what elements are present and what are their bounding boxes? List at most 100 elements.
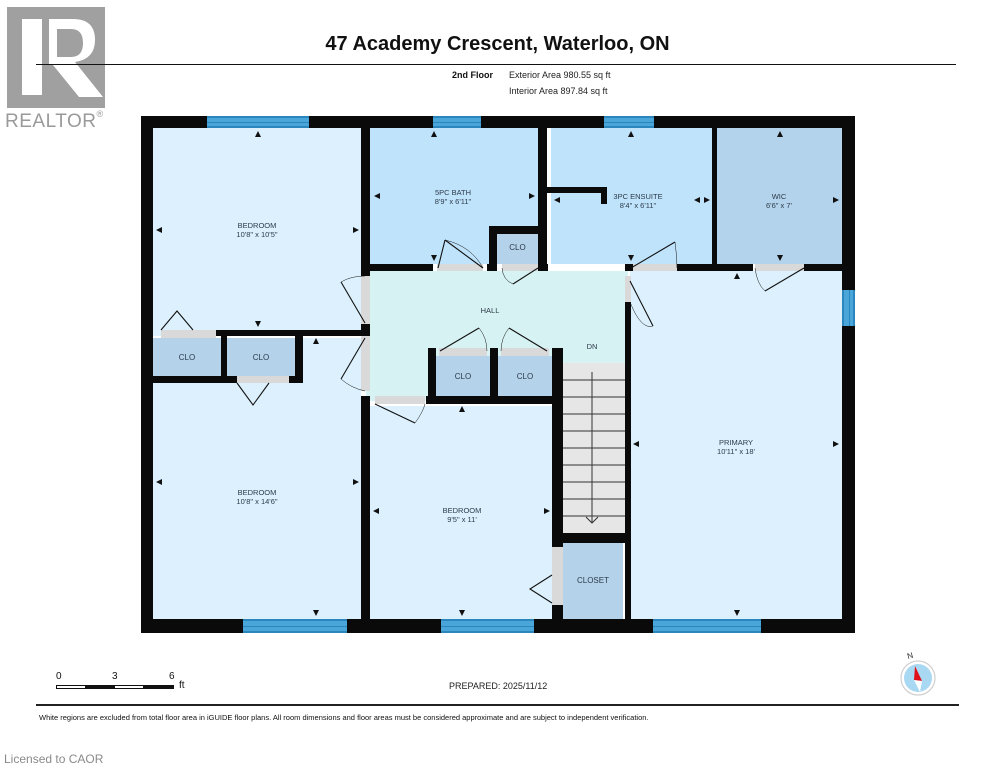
dim-arrow xyxy=(554,197,560,203)
label-primary: PRIMARY 10'11" x 18' xyxy=(686,438,786,456)
wall-clo-bottom xyxy=(153,376,303,383)
wall-ensuite-stub-v xyxy=(601,187,607,204)
scale-seg xyxy=(143,685,174,689)
label-clo-1: CLO xyxy=(178,353,196,362)
wall-outer-right xyxy=(842,116,855,633)
wall-top-hall-4 xyxy=(625,264,635,271)
closet-1 xyxy=(153,338,221,376)
wall-ensuite-wic xyxy=(712,116,717,271)
label-clo-2: CLO xyxy=(252,353,270,362)
wall-outer-top xyxy=(141,116,855,128)
room-name: BEDROOM xyxy=(237,221,277,230)
door-gap-s-bed xyxy=(375,396,425,404)
wall-top-primary xyxy=(677,264,753,271)
room-bedroom-nw xyxy=(153,128,361,336)
scale-seg xyxy=(85,685,115,689)
realtor-text: REALTOR xyxy=(5,111,97,132)
door-gap-closet xyxy=(552,547,563,605)
label-5pc-bath: 5PC BATH 8'9" x 6'11" xyxy=(403,188,503,206)
wall-clo34-mid xyxy=(490,348,498,404)
floor-label: 2nd Floor xyxy=(452,70,493,80)
wall-clo34-left xyxy=(428,348,436,404)
dim-arrow xyxy=(313,610,319,616)
room-name: BEDROOM xyxy=(237,488,277,497)
window-nw-bed xyxy=(207,116,309,128)
wall-clo34-right xyxy=(552,348,563,623)
room-closet xyxy=(563,543,623,619)
label-closet: CLOSET xyxy=(576,576,609,585)
scale-seg xyxy=(56,685,86,689)
label-hall: HALL xyxy=(440,306,540,315)
wall-clo-divider xyxy=(221,330,227,383)
wall-bed-divider xyxy=(216,330,366,336)
window-primary-east xyxy=(842,290,855,326)
dim-arrow xyxy=(313,338,319,344)
door-gap-ensuite xyxy=(633,264,677,271)
dim-arrow xyxy=(734,610,740,616)
dim-arrow xyxy=(833,441,839,447)
room-wic xyxy=(717,128,842,264)
room-name: WIC xyxy=(771,192,787,201)
room-name: HALL xyxy=(480,306,500,315)
licensed-text: Licensed to CAOR xyxy=(4,752,104,766)
room-dims: 6'6" x 7' xyxy=(766,201,792,210)
label-3pc-ensuite: 3PC ENSUITE 8'4" x 6'11" xyxy=(588,192,688,210)
wall-ensuite-stub-h xyxy=(547,187,607,193)
room-dims: 10'8" x 10'5" xyxy=(236,230,278,239)
door-gap-clo5 xyxy=(502,264,538,271)
page-title: 47 Academy Crescent, Waterloo, ON xyxy=(325,33,670,55)
wall-clo5-left xyxy=(489,226,497,271)
wall-clo5-top xyxy=(489,226,539,234)
wall-bed-bath xyxy=(361,116,370,276)
room-bedroom-s xyxy=(370,406,553,619)
dim-arrow xyxy=(255,131,261,137)
wall-outer-left xyxy=(141,116,153,633)
window-primary-south xyxy=(653,619,761,633)
room-bedroom-sw xyxy=(153,338,361,619)
dim-arrow xyxy=(694,197,700,203)
wall-top-hall-3 xyxy=(538,264,548,271)
dim-arrow xyxy=(628,255,634,261)
footer-divider xyxy=(36,704,959,706)
compass: N xyxy=(895,651,945,704)
wall-stair-closet xyxy=(552,533,630,543)
scale-tick-6: 6 xyxy=(169,671,175,682)
wall-clo-right xyxy=(295,330,303,383)
dim-arrow xyxy=(353,479,359,485)
label-stairs-down: DN xyxy=(542,342,642,351)
label-bedroom-sw: BEDROOM 10'8" x 14'6" xyxy=(207,488,307,506)
door-swings xyxy=(160,239,805,604)
realtor-wordmark: REALTOR® xyxy=(5,109,104,133)
label-clo-4: CLO xyxy=(516,372,534,381)
room-3pc-ensuite xyxy=(551,128,712,264)
svg-text:N: N xyxy=(906,651,914,661)
window-ensuite xyxy=(604,116,654,128)
door-gap-sw-bed xyxy=(361,336,370,391)
label-bedroom-nw: BEDROOM 10'8" x 10'5" xyxy=(207,221,307,239)
scale-unit: ft xyxy=(179,680,185,691)
exterior-area: Exterior Area 980.55 sq ft xyxy=(509,70,611,80)
closet-4 xyxy=(498,356,552,396)
dim-arrow xyxy=(353,227,359,233)
wall-sw-s xyxy=(361,396,370,619)
room-dims: 10'11" x 18' xyxy=(717,447,755,456)
floor-plan: BEDROOM 10'8" x 10'5" 5PC BATH 8'9" x 6'… xyxy=(141,116,855,633)
closet-3 xyxy=(436,356,490,396)
room-name: 3PC ENSUITE xyxy=(613,192,663,201)
title-divider xyxy=(36,64,956,65)
door-gap-clo4 xyxy=(501,348,549,356)
wall-hall-primary xyxy=(625,301,631,619)
label-bedroom-s: BEDROOM 9'5" x 11' xyxy=(412,506,512,524)
dim-arrow xyxy=(628,131,634,137)
dim-arrow xyxy=(374,193,380,199)
window-bath xyxy=(433,116,481,128)
scale-tick-3: 3 xyxy=(112,671,118,682)
room-dims: 9'5" x 11' xyxy=(447,515,477,524)
room-name: PRIMARY xyxy=(718,438,754,447)
prepared-date: PREPARED: 2025/11/12 xyxy=(449,681,548,691)
room-name: BEDROOM xyxy=(442,506,482,515)
dim-arrow xyxy=(373,508,379,514)
realtor-logo xyxy=(7,7,105,108)
dim-arrow xyxy=(431,131,437,137)
closet-2 xyxy=(227,338,295,376)
